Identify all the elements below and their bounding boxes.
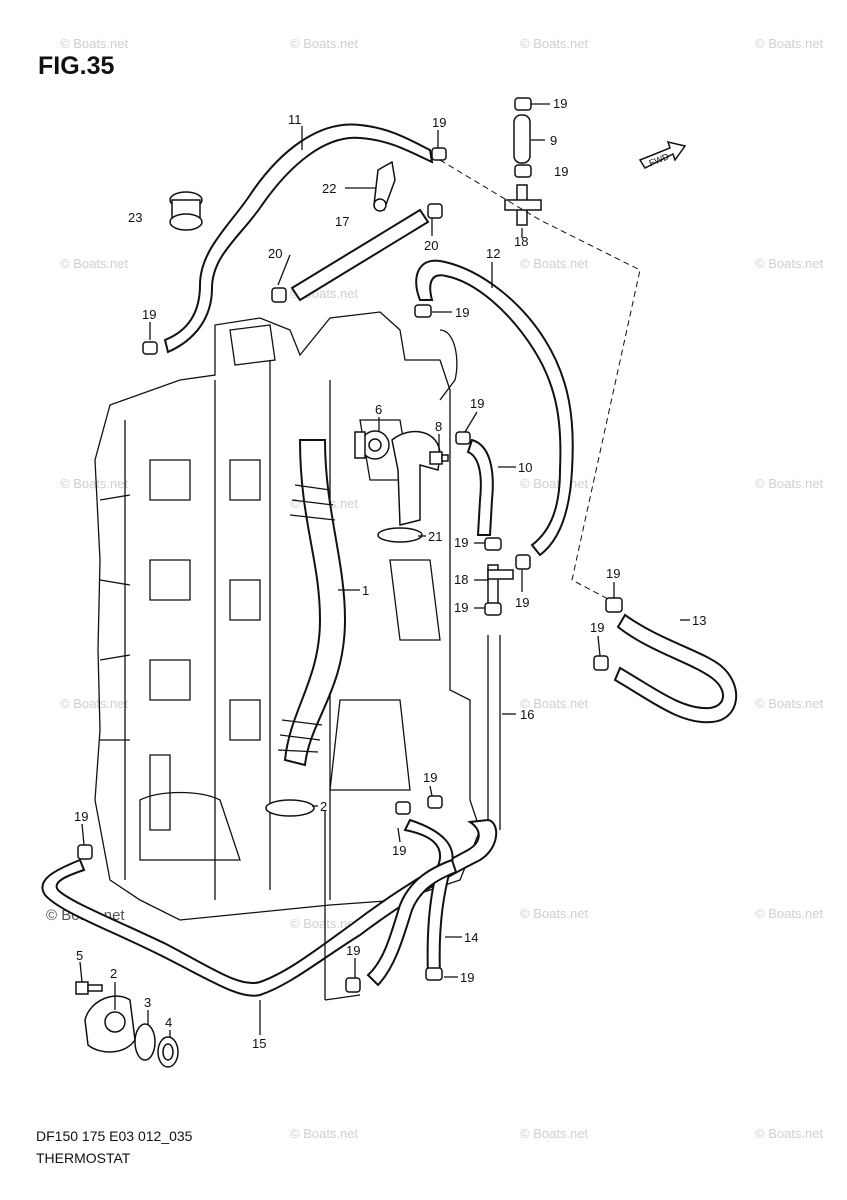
callout-19: 19 bbox=[454, 535, 468, 550]
watermark: © Boats.net bbox=[755, 1126, 824, 1141]
watermark: © Boats.net bbox=[520, 256, 589, 271]
watermark: © Boats.net bbox=[755, 476, 824, 491]
callout-19: 19 bbox=[606, 566, 620, 581]
thermostat-cover-2 bbox=[84, 995, 136, 1053]
clamp-21 bbox=[377, 527, 423, 543]
callout-20: 20 bbox=[424, 238, 438, 253]
watermark: © Boats.net bbox=[520, 1126, 589, 1141]
watermark: © Boats.net bbox=[60, 36, 129, 51]
watermark: © Boats.net bbox=[60, 696, 129, 711]
t-joint-18-top bbox=[504, 184, 542, 226]
callout-2: 2 bbox=[110, 966, 117, 981]
bolt-8 bbox=[429, 451, 449, 465]
dashed-route bbox=[439, 159, 641, 601]
callout-23: 23 bbox=[128, 210, 142, 225]
leader-lines bbox=[79, 103, 690, 1037]
thermostat-cover bbox=[391, 430, 441, 526]
callout-labels: 11 19 19 9 19 22 17 23 18 20 20 12 19 19… bbox=[74, 96, 706, 1051]
callout-4: 5 bbox=[76, 948, 83, 963]
hose-9 bbox=[513, 114, 531, 164]
watermark: © Boats.net bbox=[290, 916, 359, 931]
callout-19: 19 bbox=[460, 970, 474, 985]
callout-3: 3 bbox=[144, 995, 151, 1010]
callout-6: 6 bbox=[375, 402, 382, 417]
watermark: © Boats.net bbox=[755, 906, 824, 921]
watermark: © Boats.net bbox=[520, 696, 589, 711]
fwd-label: FWD bbox=[648, 151, 671, 168]
callout-19: 19 bbox=[554, 164, 568, 179]
callout-22: 22 bbox=[322, 181, 336, 196]
callout-19: 19 bbox=[142, 307, 156, 322]
callout-11: 14 bbox=[464, 930, 478, 945]
callout-19: 19 bbox=[423, 770, 437, 785]
callout-5: 4 bbox=[165, 1015, 172, 1030]
fwd-arrow: FWD bbox=[638, 140, 687, 169]
watermark: © Boats.net bbox=[755, 36, 824, 51]
callout-1: 1 bbox=[362, 583, 369, 598]
callout-19: 19 bbox=[392, 843, 406, 858]
grommet-23 bbox=[169, 191, 203, 231]
hose-10 bbox=[466, 438, 494, 536]
callout-19: 19 bbox=[515, 595, 529, 610]
callout-19: 19 bbox=[590, 620, 604, 635]
watermark: © Boats.net bbox=[290, 1126, 359, 1141]
callout-15: 11 bbox=[288, 112, 302, 127]
watermark: © Boats.net bbox=[60, 476, 129, 491]
thermostat-6 bbox=[354, 430, 390, 460]
callout-19: 19 bbox=[553, 96, 567, 111]
watermark: © Boats.net bbox=[520, 36, 589, 51]
figure-title: FIG.35 bbox=[38, 52, 115, 80]
hose-1 bbox=[277, 439, 347, 767]
section-name: THERMOSTAT bbox=[36, 1150, 131, 1166]
hose-12 bbox=[415, 259, 574, 557]
bolt-4 bbox=[75, 981, 103, 995]
t-joint-18-middle bbox=[487, 564, 514, 608]
thermostat-5 bbox=[157, 1036, 179, 1068]
callout-19: 19 bbox=[455, 305, 469, 320]
callout-19: 19 bbox=[470, 396, 484, 411]
callout-13: 13 bbox=[692, 613, 706, 628]
callout-18: 18 bbox=[454, 572, 468, 587]
hose-14 bbox=[41, 818, 498, 997]
callout-8: 8 bbox=[435, 419, 442, 434]
watermark: © Boats.net bbox=[290, 36, 359, 51]
watermark: © Boats.net bbox=[520, 906, 589, 921]
gasket-3 bbox=[134, 1023, 156, 1061]
callout-19: 19 bbox=[454, 600, 468, 615]
model-code: DF150 175 E03 012_035 bbox=[36, 1128, 193, 1144]
clamp-2-lower bbox=[265, 799, 315, 817]
hose-16 bbox=[487, 635, 501, 830]
watermark: © Boats.net bbox=[755, 256, 824, 271]
callout-14: 15 bbox=[252, 1036, 266, 1051]
watermark-layer: © Boats.net © Boats.net © Boats.net © Bo… bbox=[46, 36, 824, 1141]
engine-block bbox=[94, 311, 481, 921]
watermark: © Boats.net bbox=[60, 256, 129, 271]
clip-22 bbox=[373, 160, 396, 212]
callout-20: 20 bbox=[268, 246, 282, 261]
callout-12: 12 bbox=[486, 246, 500, 261]
callout-19: 19 bbox=[346, 943, 360, 958]
hose-17 bbox=[290, 208, 430, 302]
hose-15 bbox=[163, 123, 434, 354]
watermark: © Boats.net bbox=[755, 696, 824, 711]
callout-18: 18 bbox=[514, 234, 528, 249]
hose-13 bbox=[613, 613, 738, 724]
clamps-19 bbox=[77, 97, 623, 993]
watermark: © Boats.net bbox=[520, 476, 589, 491]
callout-17: 17 bbox=[335, 214, 349, 229]
callout-10: 10 bbox=[518, 460, 532, 475]
callout-2: 2 bbox=[320, 799, 327, 814]
callout-19: 19 bbox=[432, 115, 446, 130]
callout-19: 19 bbox=[74, 809, 88, 824]
callout-21: 21 bbox=[428, 529, 442, 544]
callout-9: 9 bbox=[550, 133, 557, 148]
callout-16: 16 bbox=[520, 707, 534, 722]
